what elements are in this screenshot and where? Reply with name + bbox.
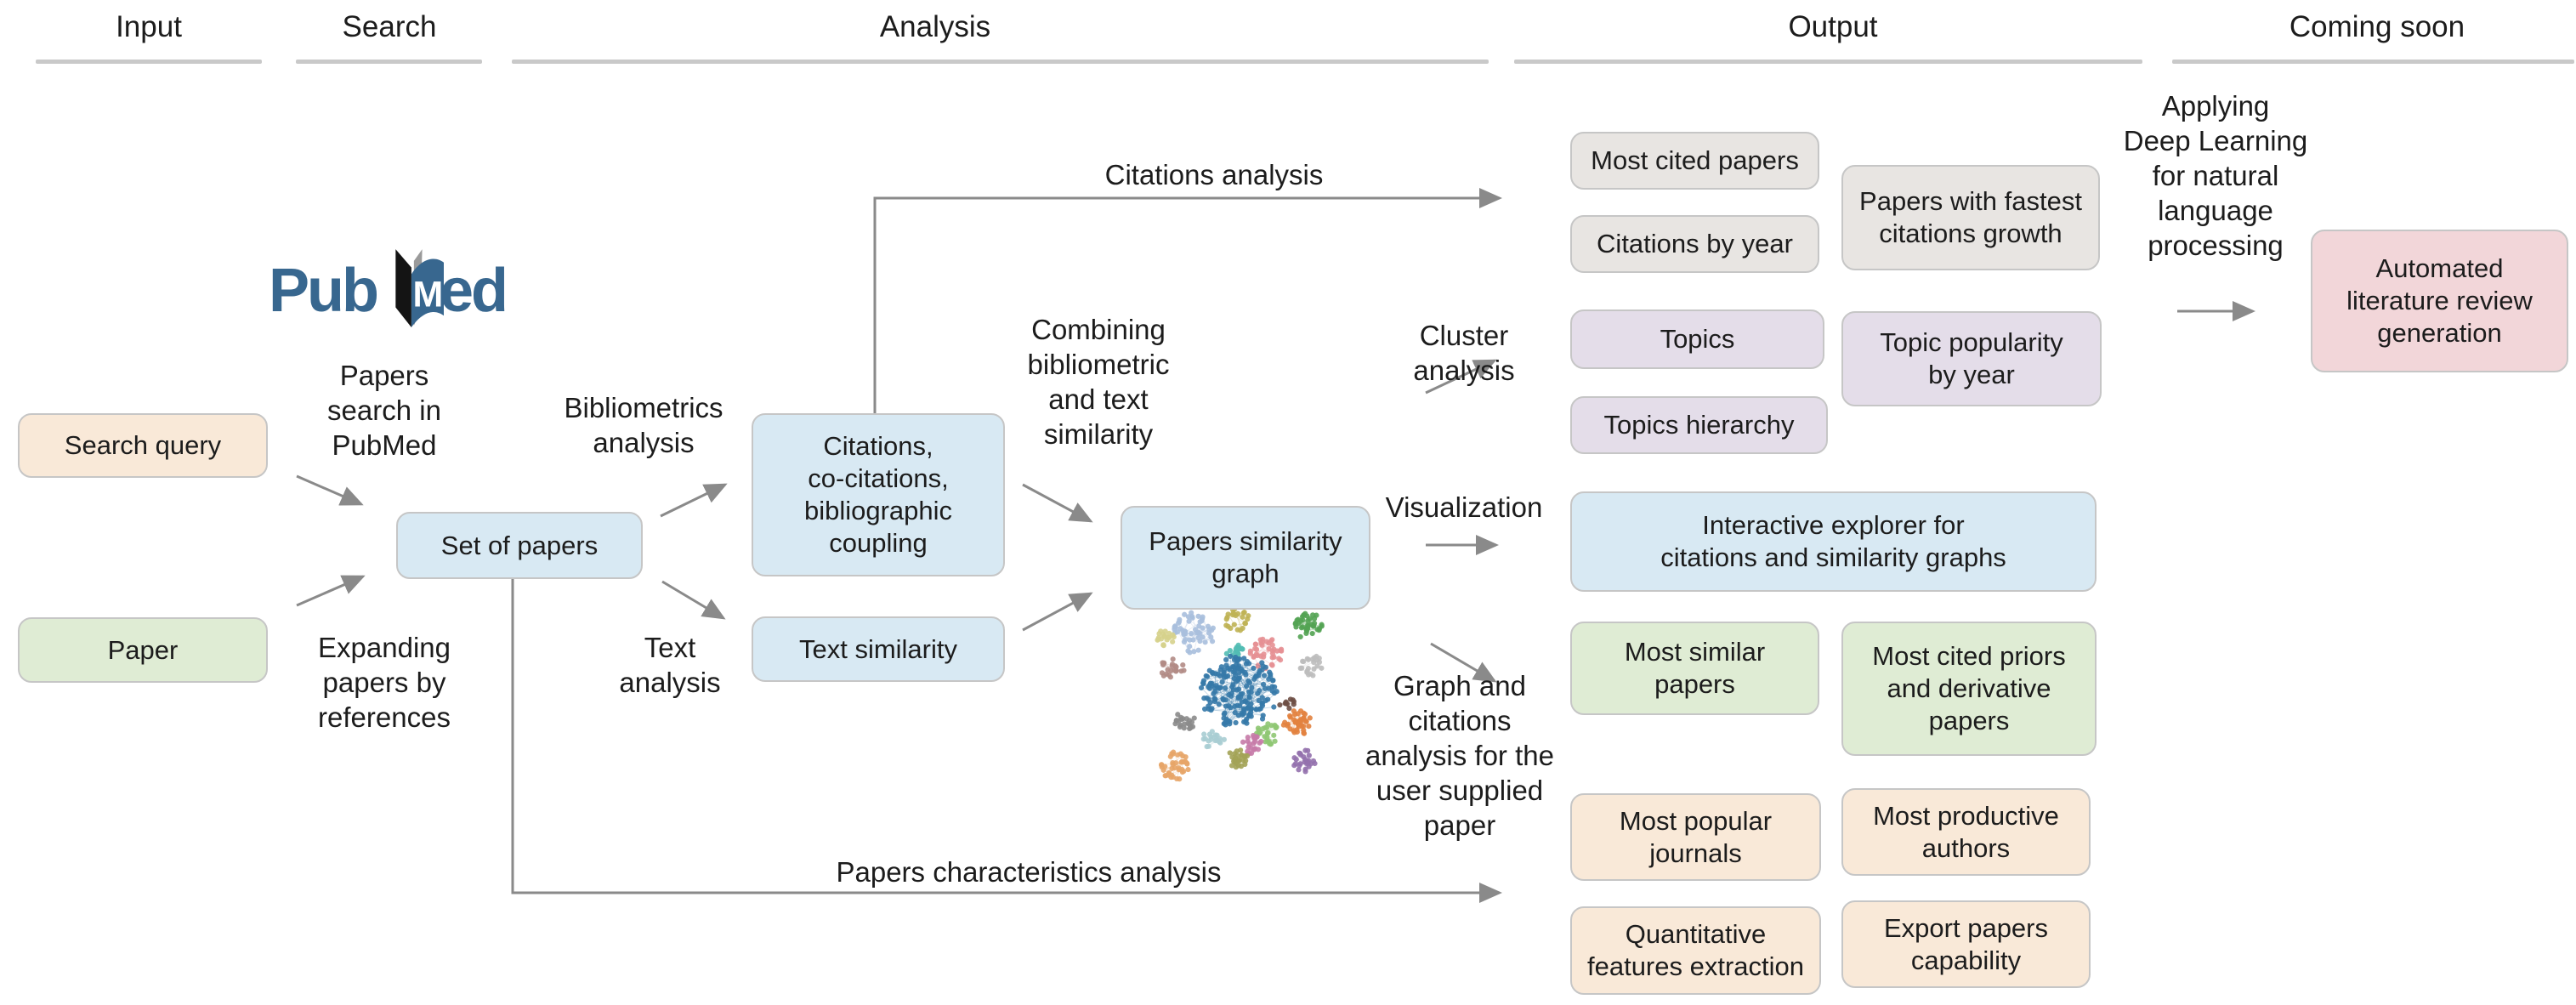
box-interactive-explorer-for-citations-and-similarity-graphs: Interactive explorer for citations and s… [1570, 491, 2097, 592]
label-bibliometrics-analysis: Bibliometrics analysis [564, 392, 723, 458]
box-export-papers-capability: Export papers capability [1841, 900, 2091, 988]
box-paper: Paper [18, 617, 268, 683]
label-papers-search-in-pubmed: Papers search in PubMed [327, 360, 441, 461]
arrow-paper-to-set-of-papers [296, 575, 366, 607]
box-most-cited-priors-and-derivative-papers: Most cited priors and derivative papers [1841, 622, 2097, 756]
arrow-to-user-paper-outputs [1430, 642, 1497, 683]
box-quantitative-features-extraction: Quantitative features extraction [1570, 906, 1821, 995]
column-header-search: Search [342, 10, 437, 43]
column-header-coming-soon: Coming soon [2289, 10, 2465, 43]
open-book-icon: M [395, 249, 444, 327]
arrow-set-of-papers-to-citations-box [660, 483, 728, 518]
box-most-popular-journals: Most popular journals [1570, 793, 1821, 881]
box-text-similarity: Text similarity [752, 616, 1005, 682]
arrow-citations-box-to-similarity-graph [1022, 483, 1093, 523]
pubmed-logo-ed-text: ed [439, 257, 508, 325]
label-applying-deep-learning-for-nlp: Applying Deep Learning for natural langu… [2123, 90, 2308, 261]
column-header-output: Output [1788, 10, 1878, 43]
column-underline-analysis [512, 60, 1489, 64]
box-automated-literature-review-generation: Automated literature review generation [2311, 230, 2568, 372]
arrow-set-of-papers-to-text-similarity [661, 580, 726, 620]
label-visualization: Visualization [1385, 491, 1543, 523]
column-underline-input [36, 60, 262, 64]
pubmed-logo-pub-text: Pub [269, 257, 379, 325]
box-topics: Topics [1570, 309, 1824, 369]
label-papers-characteristics-analysis: Papers characteristics analysis [836, 856, 1222, 888]
column-underline-search [296, 60, 482, 64]
box-papers-similarity-graph: Papers similarity graph [1121, 506, 1370, 610]
box-search-query: Search query [18, 413, 268, 478]
box-citations-cocitations-bibliographic-coupling: Citations, co-citations, bibliographic c… [752, 413, 1005, 576]
label-graph-and-citations-analysis-for-the-user-supplied-paper: Graph and citations analysis for the use… [1365, 670, 1554, 841]
box-most-productive-authors: Most productive authors [1841, 788, 2091, 876]
pubmed-logo-m-text: M [413, 275, 444, 315]
arrow-text-similarity-to-similarity-graph [1022, 592, 1093, 632]
box-papers-with-fastest-citations-growth: Papers with fastest citations growth [1841, 165, 2100, 270]
box-topics-hierarchy: Topics hierarchy [1570, 396, 1828, 454]
column-header-input: Input [116, 10, 182, 43]
arrow-search-query-to-set-of-papers [296, 474, 364, 506]
arrow-citations-analysis-elbow [873, 188, 1502, 413]
pubmed-logo: Pub M ed [269, 241, 508, 340]
label-cluster-analysis: Cluster analysis [1413, 320, 1515, 386]
column-underline-output [1514, 60, 2142, 64]
column-underline-coming-soon [2172, 60, 2574, 64]
label-expanding-papers-by-references: Expanding papers by references [318, 632, 451, 733]
column-header-analysis: Analysis [879, 10, 991, 43]
box-set-of-papers: Set of papers [396, 512, 643, 579]
label-text-analysis: Text analysis [619, 632, 721, 698]
box-most-cited-papers: Most cited papers [1570, 132, 1819, 190]
box-topic-popularity-by-year: Topic popularity by year [1841, 311, 2102, 406]
box-citations-by-year: Citations by year [1570, 215, 1819, 273]
label-combining-bibliometric-and-text-similarity: Combining bibliometric and text similari… [1027, 314, 1170, 450]
box-most-similar-papers: Most similar papers [1570, 622, 1819, 715]
arrow-papers-characteristics-elbow [511, 579, 1502, 903]
arrow-to-cluster-analysis-outputs [1425, 359, 1497, 395]
label-citations-analysis: Citations analysis [1104, 159, 1324, 190]
arrows-group [296, 188, 2255, 903]
similarity-graph-scatter [1155, 606, 1325, 782]
